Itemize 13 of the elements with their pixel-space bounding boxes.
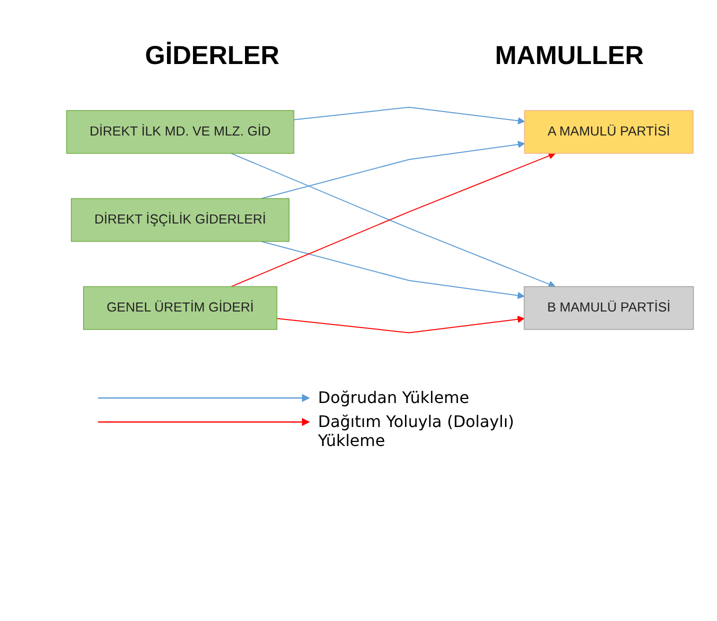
arrow bbox=[260, 240, 525, 300]
column-heading: GİDERLER bbox=[145, 40, 280, 71]
column-heading: MAMULLER bbox=[495, 40, 644, 71]
node-box: DİREKT İLK MD. VE MLZ. GİD bbox=[66, 110, 294, 154]
node-box: DİREKT İŞÇİLİK GİDERLERİ bbox=[70, 198, 290, 242]
node-box: B MAMULÜ PARTİSİ bbox=[524, 286, 694, 330]
legend-text: Dağıtım Yoluyla (Dolaylı) Yükleme bbox=[318, 412, 516, 450]
node-box: GENEL ÜRETİM GİDERİ bbox=[83, 286, 278, 330]
arrow bbox=[276, 316, 525, 334]
node-box: A MAMULÜ PARTİSİ bbox=[524, 110, 694, 154]
legend-text: Doğrudan Yükleme bbox=[318, 388, 470, 407]
arrow bbox=[260, 140, 525, 200]
arrow bbox=[293, 106, 525, 124]
